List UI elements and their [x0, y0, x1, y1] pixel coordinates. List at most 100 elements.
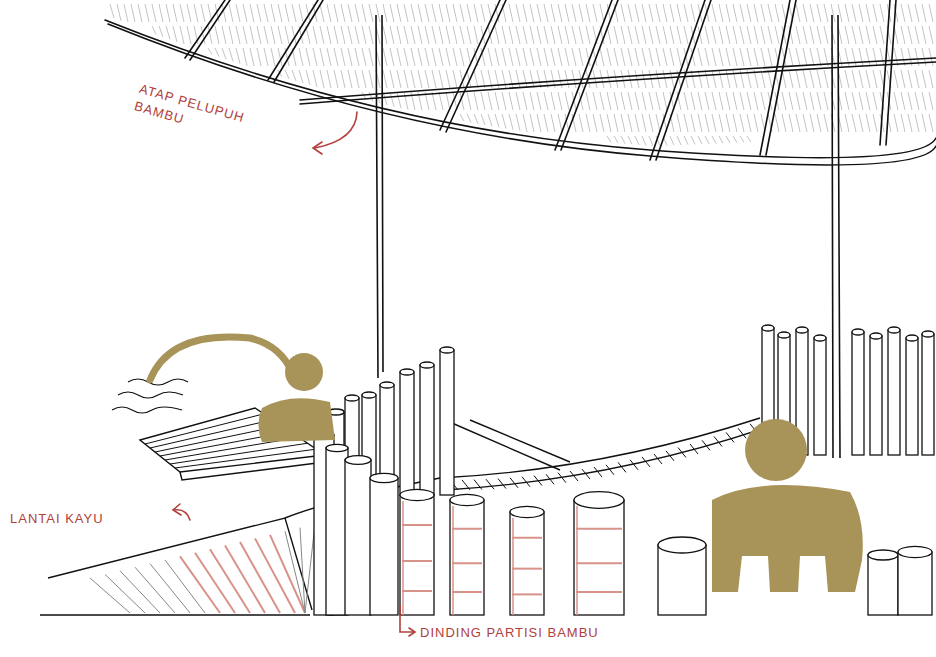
- pole-node: [576, 528, 622, 530]
- hatch-stroke: [292, 4, 296, 22]
- pole-node: [402, 560, 432, 562]
- hatch-stroke: [565, 92, 569, 110]
- hatch-stroke: [446, 26, 450, 44]
- hatch-stroke: [754, 114, 758, 132]
- rafter: [185, 0, 230, 60]
- hatch-stroke: [719, 48, 723, 66]
- walkway-board: [546, 474, 554, 484]
- hatch-stroke: [516, 114, 520, 131]
- hatch-stroke: [607, 114, 611, 132]
- walkway-board: [462, 480, 470, 490]
- hatch-stroke: [698, 70, 702, 88]
- hatch-stroke: [726, 26, 730, 44]
- walkway-board: [678, 448, 686, 458]
- bamboo-pole: [888, 327, 900, 455]
- hatch-stroke: [747, 48, 751, 66]
- hatch-stroke: [684, 136, 688, 145]
- pole-node: [512, 537, 542, 539]
- hatch-stroke: [866, 114, 870, 132]
- hatch-stroke: [789, 48, 793, 66]
- hatch-stroke: [243, 26, 247, 44]
- hatch-stroke: [411, 26, 415, 44]
- hatch-stroke: [782, 114, 786, 132]
- walkway-board: [474, 480, 482, 490]
- hatch-stroke: [901, 92, 905, 110]
- hatch-stroke: [803, 114, 807, 132]
- hatch-stroke: [341, 26, 345, 44]
- pole-top: [906, 335, 918, 341]
- post: [832, 15, 840, 458]
- hatch-stroke: [299, 70, 303, 83]
- roof-beam: [300, 58, 936, 100]
- hatch-stroke: [754, 4, 758, 22]
- hatch-stroke: [691, 136, 695, 144]
- hatch-stroke: [551, 26, 555, 44]
- hatch-stroke: [929, 114, 933, 132]
- person-body: [712, 485, 863, 592]
- hatch-stroke: [684, 4, 688, 22]
- hatch-stroke: [747, 114, 751, 132]
- hatch-stroke: [460, 114, 464, 121]
- post: [376, 15, 383, 378]
- hatch-stroke: [138, 4, 142, 22]
- hatch-stroke: [355, 70, 359, 88]
- hatch-stroke: [810, 70, 814, 88]
- hatch-stroke: [789, 70, 793, 88]
- hatch-stroke: [796, 4, 800, 22]
- hatch-stroke: [691, 114, 695, 132]
- hatch-stroke: [859, 70, 863, 88]
- hatch-stroke: [810, 48, 814, 66]
- hatch-stroke: [516, 48, 520, 66]
- hatch-stroke: [628, 92, 632, 110]
- pole-body: [370, 478, 398, 615]
- hatch-stroke: [712, 70, 716, 88]
- hatch-stroke: [215, 48, 219, 57]
- hatch-stroke: [390, 26, 394, 44]
- hatch-stroke: [677, 26, 681, 44]
- pole-body: [852, 332, 864, 455]
- hatch-stroke: [341, 4, 345, 22]
- hatch-stroke: [810, 26, 814, 44]
- hatch-stroke: [446, 70, 450, 88]
- deck-board: [150, 420, 273, 448]
- hatch-stroke: [201, 4, 205, 22]
- hatch-stroke: [621, 136, 625, 144]
- hatch-stroke: [929, 70, 933, 88]
- hatch-stroke: [621, 92, 625, 110]
- hatch-stroke: [558, 48, 562, 66]
- hatch-stroke: [691, 4, 695, 22]
- hatch-stroke: [642, 26, 646, 44]
- walkway-board: [534, 476, 542, 486]
- hatch-stroke: [726, 4, 730, 22]
- hatch-stroke: [369, 48, 373, 66]
- pole-node: [452, 562, 482, 564]
- hatch-stroke: [579, 4, 583, 22]
- walkway-board: [702, 440, 710, 450]
- hatch-stroke: [180, 26, 184, 44]
- hatch-stroke: [796, 26, 800, 44]
- hatch-stroke: [614, 92, 618, 110]
- hatch-stroke: [880, 26, 884, 44]
- bamboo-pole: [658, 537, 706, 615]
- hatch-stroke: [929, 4, 933, 22]
- hatch-stroke: [383, 26, 387, 44]
- floor-board: [240, 542, 280, 613]
- hatch-stroke: [131, 4, 135, 22]
- hatch-stroke: [908, 114, 912, 132]
- pole-body: [440, 350, 454, 495]
- hatch-stroke: [551, 92, 555, 110]
- hatch-stroke: [257, 48, 261, 66]
- hatch-stroke: [887, 48, 891, 66]
- hatch-stroke: [432, 4, 436, 22]
- hatch-stroke: [453, 4, 457, 22]
- hatch-stroke: [362, 26, 366, 44]
- bamboo-pole: [400, 369, 414, 495]
- hatch-stroke: [229, 48, 233, 61]
- hatch-stroke: [278, 26, 282, 44]
- hatch-stroke: [369, 92, 373, 101]
- hatch-stroke: [516, 92, 520, 110]
- pole-top: [762, 325, 774, 331]
- deck: [445, 420, 570, 470]
- hatch-stroke: [530, 48, 534, 66]
- hatch-stroke: [733, 92, 737, 110]
